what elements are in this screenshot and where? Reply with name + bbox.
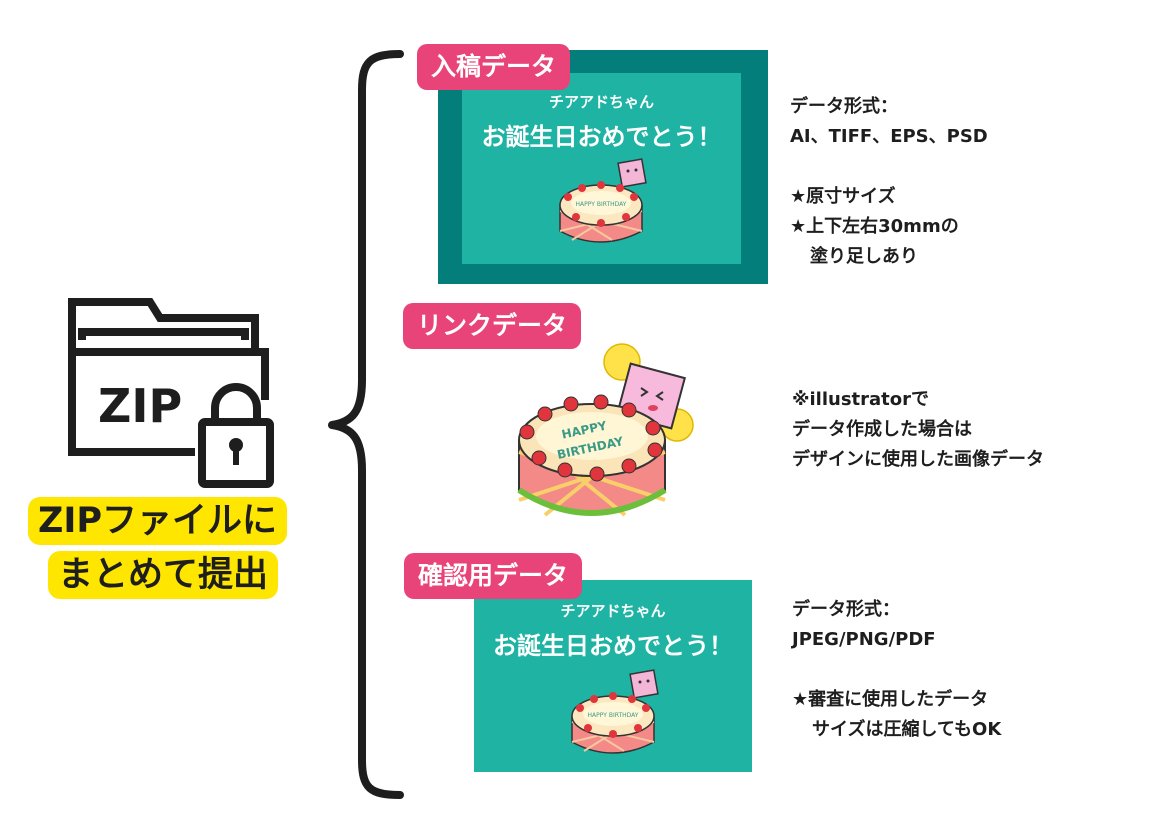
desc-line: ※illustratorで bbox=[792, 389, 930, 410]
desc-line: サイズは圧縮してもOK bbox=[812, 719, 1002, 740]
desc-line: 塗り足しあり bbox=[810, 246, 918, 267]
confirm-card-title: お誕生日おめでとう！ bbox=[493, 632, 733, 660]
desc-line: デザインに使用した画像データ bbox=[792, 449, 1044, 470]
desc-line bbox=[792, 655, 1001, 685]
desc-line: ★審査に使用したデータ bbox=[792, 689, 989, 710]
birthday-cake-illustration: HAPPY BIRTHDAY bbox=[571, 669, 659, 754]
desc-line: データ形式： bbox=[792, 599, 900, 620]
birthday-cake-illustration: HAPPY BIRTHDAY bbox=[559, 158, 647, 243]
zip-folder-lock-icon: ZIP bbox=[68, 298, 274, 488]
submission-data-label: 入稿データ bbox=[417, 44, 571, 90]
submission-card-subtitle: チアアドちゃん bbox=[548, 93, 654, 111]
zip-icon-text: ZIP bbox=[98, 379, 182, 433]
desc-line: AI、TIFF、EPS、PSD bbox=[790, 126, 988, 147]
link-description: ※illustratorで データ作成した場合は デザインに使用した画像データ bbox=[792, 385, 1044, 475]
desc-line: データ作成した場合は bbox=[792, 419, 972, 440]
birthday-cake-large-illustration: HAPPY BIRTHDAY bbox=[517, 343, 694, 517]
desc-line: データ形式： bbox=[790, 96, 898, 117]
zip-caption-line2: まとめて提出 bbox=[48, 551, 279, 599]
submission-card-title: お誕生日おめでとう！ bbox=[481, 123, 722, 151]
zip-caption: ZIPファイルに まとめて提出 bbox=[28, 497, 296, 605]
cake-text: HAPPY BIRTHDAY bbox=[576, 201, 627, 208]
zip-caption-line1: ZIPファイルに bbox=[28, 497, 288, 545]
desc-line: ★上下左右30mmの bbox=[790, 216, 959, 237]
confirm-description: データ形式： JPEG/PNG/PDF ★審査に使用したデータ サイズは圧縮して… bbox=[792, 595, 1001, 745]
submission-card: チアアドちゃん お誕生日おめでとう！ HAPPY BIRTHDAY bbox=[462, 73, 741, 264]
submission-description: データ形式： AI、TIFF、EPS、PSD ★原寸サイズ ★上下左右30mmの… bbox=[790, 92, 988, 272]
link-data-label: リンクデータ bbox=[403, 303, 582, 349]
desc-line: ★原寸サイズ bbox=[790, 186, 896, 207]
confirm-card-subtitle: チアアドちゃん bbox=[560, 602, 666, 620]
confirm-card: チアアドちゃん お誕生日おめでとう！ HAPPY BIRTHDAY bbox=[474, 580, 752, 772]
confirm-data-label: 確認用データ bbox=[404, 553, 583, 599]
cake-text: HAPPY BIRTHDAY bbox=[588, 712, 639, 719]
curly-brace bbox=[328, 50, 404, 799]
desc-line: JPEG/PNG/PDF bbox=[792, 629, 936, 650]
desc-line bbox=[790, 152, 988, 182]
